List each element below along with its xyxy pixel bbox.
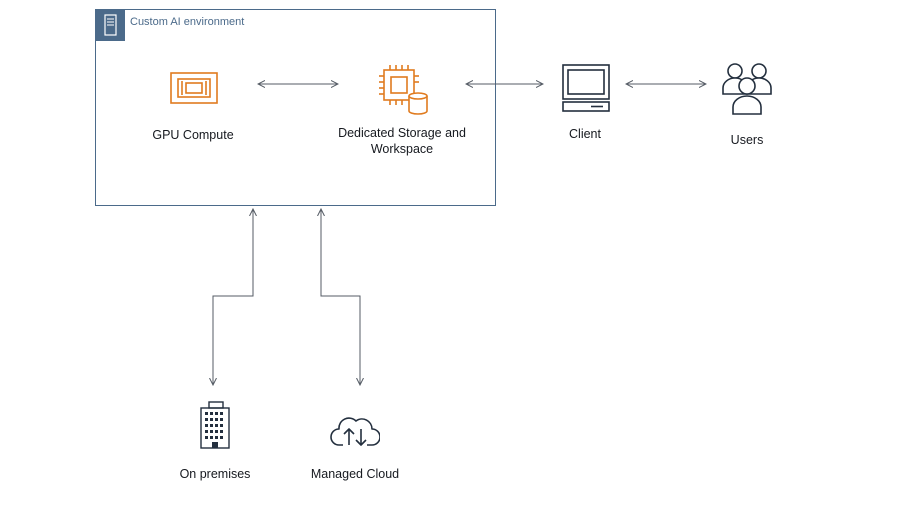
group-label: Custom AI environment bbox=[130, 16, 245, 28]
custom-ai-environment-group bbox=[95, 9, 496, 206]
on-premises-label: On premises bbox=[179, 467, 251, 481]
users-icon bbox=[722, 63, 772, 115]
storage-label-line2: Workspace bbox=[370, 142, 434, 156]
desktop-client-icon bbox=[562, 64, 610, 112]
managed-cloud-label: Managed Cloud bbox=[310, 467, 400, 481]
connector-env-onprem bbox=[213, 209, 253, 385]
chip-storage-icon bbox=[379, 65, 428, 115]
connector-env-cloud bbox=[321, 209, 360, 385]
office-building-icon bbox=[200, 401, 230, 449]
gpu-compute-label: GPU Compute bbox=[152, 128, 234, 142]
server-icon bbox=[95, 9, 125, 41]
users-label: Users bbox=[730, 133, 764, 147]
client-label: Client bbox=[569, 127, 601, 141]
cloud-upload-download-icon bbox=[330, 417, 380, 446]
gpu-chip-icon bbox=[170, 72, 218, 104]
storage-label-line1: Dedicated Storage and bbox=[338, 126, 466, 140]
